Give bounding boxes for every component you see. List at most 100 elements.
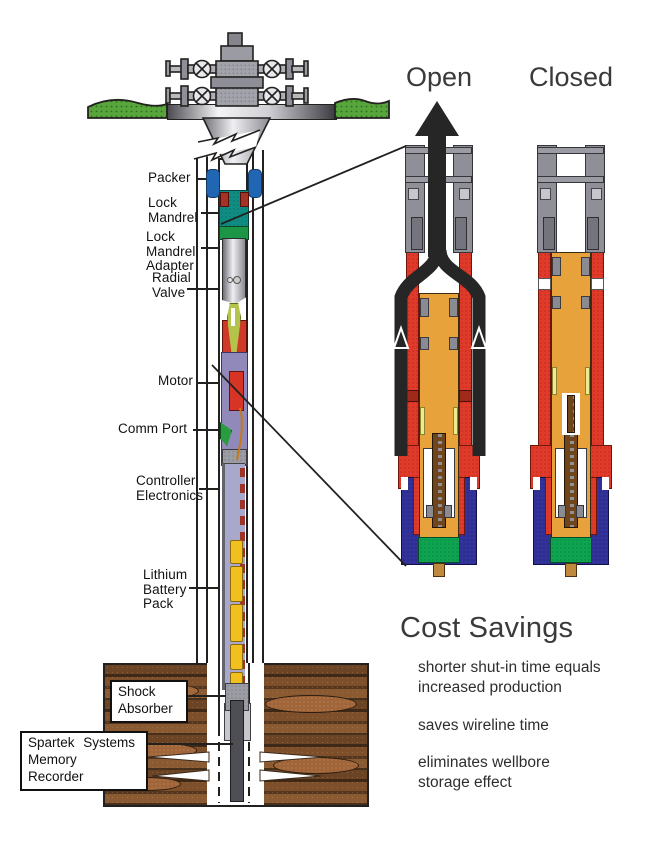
motor [229,371,244,411]
label-lock-mandrel-adapter: Lock Mandrel Adapter [146,229,196,274]
bottom-stem [433,563,445,577]
flow-port-closed [538,278,551,290]
flow-port-open [406,390,419,402]
wellhead-tree [165,32,309,107]
gate-valve-icon [192,59,282,106]
valve-body-left [538,200,551,477]
piston-slot-rod [567,395,575,433]
rod-nut [426,505,434,518]
leader-radial-valve [187,288,232,290]
casing-line-outer-right [262,150,264,663]
cost-savings-item: eliminates wellbore storage effect [418,754,550,792]
latch-tab-left [540,188,551,200]
rock-seam [273,757,359,774]
spring-strip-left [552,367,557,395]
casing-line-outer-left [196,150,198,663]
battery-cell [230,604,243,642]
collet-right [587,217,599,250]
packer-element-right [248,169,262,198]
cost-savings-item: shorter shut-in time equals increased pr… [418,659,601,696]
flow-port-open [459,390,472,402]
flow-port-closed [591,278,604,290]
spring-strip-right [585,367,590,395]
bottom-sub-notch [470,477,477,490]
cost-savings-item: saves wireline time [418,716,549,734]
latch-tab-right [459,188,470,200]
valve-nozzle-slit [231,308,235,326]
channel-casing-left-perforated [218,727,220,803]
bottom-stem [565,563,577,577]
top-cross-bar [537,176,604,183]
rod-nut [558,505,566,518]
label-memory-recorder-line2: Memory Recorder [28,751,84,784]
bottom-sub-notch [401,477,408,490]
spring-strip-left [420,407,425,435]
spring-strip-right [453,407,458,435]
top-cross-bar [405,176,472,183]
battery-cell [230,644,243,670]
radial-valve-port-mark [227,277,233,283]
bottom-green-plug [418,537,460,563]
open-view-title: Open [405,62,473,92]
cost-savings-title: Cost Savings [400,612,574,644]
top-cross-bar [405,147,472,154]
bottom-sub-notch [602,477,609,490]
collet-right [455,217,467,250]
label-radial-valve: Radial Valve [152,270,191,300]
packer-element-left [206,169,220,198]
leader-shock-absorber [182,695,226,697]
label-lock-mandrel: Lock Mandrel [148,195,198,225]
leader-comm-port [193,429,221,431]
piston-seal [581,296,590,309]
label-comm-port: Comm Port [118,421,188,436]
radial-valve-housing [222,238,246,304]
memory-recorder [230,700,244,802]
valve-detail-open [384,95,494,590]
leader-lock-mandrel-adapter [201,247,229,249]
latch-tab-right [591,188,602,200]
leader-memory-recorder [141,743,233,745]
cost-savings-section: Cost Savings shorter shut-in time equals… [400,612,618,793]
center-rod [432,433,446,528]
surface-flange-plate [167,104,337,120]
piston-seal [449,298,458,317]
leader-packer [197,178,207,180]
bottom-green-plug [550,537,592,563]
leader-lock-mandrel [201,212,219,214]
collet-left [543,217,555,250]
leader-lithium-battery [189,587,230,589]
label-motor: Motor [158,373,194,388]
piston-seal [581,257,590,276]
bore-interior [551,205,591,252]
valve-detail-closed [516,95,626,590]
battery-cell [230,540,243,564]
latch-tab-left [408,188,419,200]
rock-seam [265,695,357,713]
center-rod [564,433,578,528]
valve-body-right [591,200,604,477]
channel-casing-right [248,663,250,727]
label-lithium-battery-pack: Lithium Battery Pack [143,567,188,612]
label-memory-recorder-line1: Spartek Systems [28,735,136,750]
lock-mandrel-key-left [220,192,229,207]
label-memory-recorder: Spartek Systems Memory Recorder [20,731,148,791]
pipe-break-icon [194,130,260,159]
closed-view-title: Closed [528,62,614,92]
label-controller-electronics: Controller Electronics [136,473,204,503]
casing-line-inner-left [206,150,208,663]
radial-valve-port-mark [233,276,241,284]
piston-seal [552,257,561,276]
label-packer: Packer [148,170,191,185]
label-shock-absorber: Shock Absorber [110,680,188,723]
collet-left [411,217,423,250]
battery-cell [230,566,243,602]
piston-seal [420,337,429,350]
channel-casing-right-perforated [248,727,250,803]
piston-seal [420,298,429,317]
lock-mandrel-adapter [219,226,249,240]
rod-nut [444,505,452,518]
casing-line-inner-right [252,150,254,663]
rod-nut [576,505,584,518]
lock-mandrel-key-right [240,192,249,207]
